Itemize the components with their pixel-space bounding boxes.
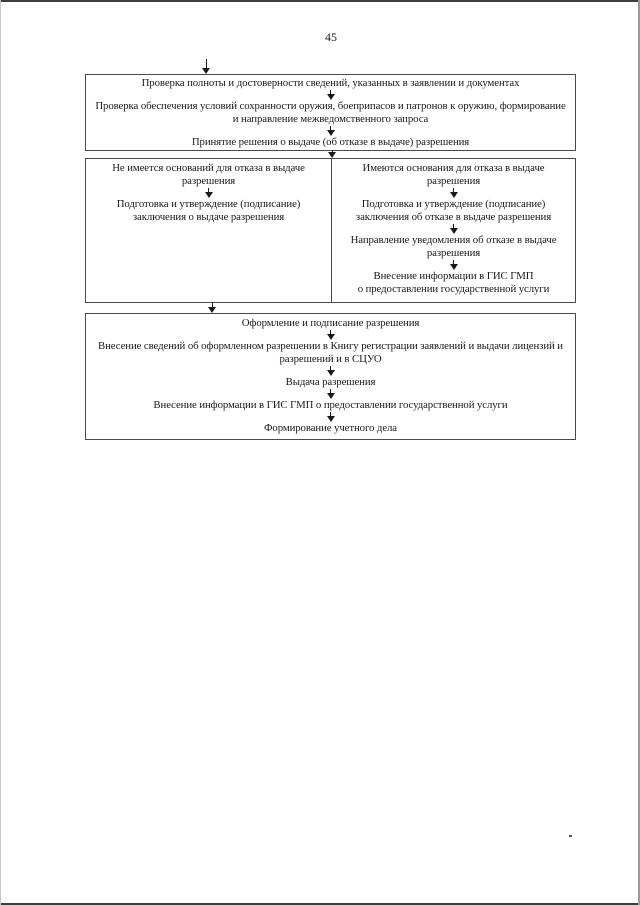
flow-step: Выдача разрешения [285, 376, 376, 388]
arrow-down-icon [86, 389, 575, 399]
arrow-down-icon [328, 150, 336, 158]
scan-edge-top [0, 0, 640, 2]
flow-step: Направление уведомления об отказе в выда… [350, 234, 557, 259]
arrow-down-icon [332, 260, 575, 270]
arrow-down-icon [86, 412, 575, 422]
arrow-down-icon [332, 188, 575, 198]
scan-artifact [569, 835, 572, 837]
scan-edge-left [0, 0, 1, 905]
flow-branch-refusal: Имеются основания для отказа в выдаче ра… [332, 159, 575, 302]
flow-step: Подготовка и утверждение (подписание) за… [116, 198, 301, 223]
arrow-down-icon [208, 302, 216, 313]
flow-step: Имеются основания для отказа в выдаче ра… [362, 162, 545, 187]
arrow-down-icon [202, 59, 210, 74]
page-number: 45 [325, 30, 337, 44]
flow-step: Внесение информации в ГИС ГМП о предоста… [153, 399, 508, 411]
flow-step: Проверка полноты и достоверности сведени… [141, 77, 520, 89]
flow-step: Внесение сведений об оформленном разреше… [98, 340, 563, 365]
arrow-down-icon [86, 90, 575, 100]
flow-box-issuance: Оформление и подписание разрешения Внесе… [85, 313, 576, 440]
flow-step: Оформление и подписание разрешения [241, 317, 420, 329]
scan-edge-bottom [0, 903, 640, 905]
arrow-down-icon [86, 330, 575, 340]
arrow-down-icon [86, 366, 575, 376]
flow-step: Внесение информации в ГИС ГМП о предоста… [357, 270, 550, 295]
flow-step: Не имеется оснований для отказа в выдаче… [112, 162, 305, 187]
flow-step: Формирование учетного дела [263, 422, 397, 434]
flow-box-verification: Проверка полноты и достоверности сведени… [85, 74, 576, 151]
flow-step: Принятие решения о выдаче (об отказе в в… [191, 136, 470, 148]
arrow-down-icon [86, 126, 575, 136]
flow-branch-no-refusal: Не имеется оснований для отказа в выдаче… [86, 159, 332, 302]
arrow-down-icon [86, 188, 331, 198]
arrow-down-icon [332, 224, 575, 234]
flow-step: Подготовка и утверждение (подписание) за… [355, 198, 552, 223]
flow-step: Проверка обеспечения условий сохранности… [95, 100, 566, 125]
scan-edge-right [638, 0, 640, 905]
flow-branches-box: Не имеется оснований для отказа в выдаче… [85, 158, 576, 303]
